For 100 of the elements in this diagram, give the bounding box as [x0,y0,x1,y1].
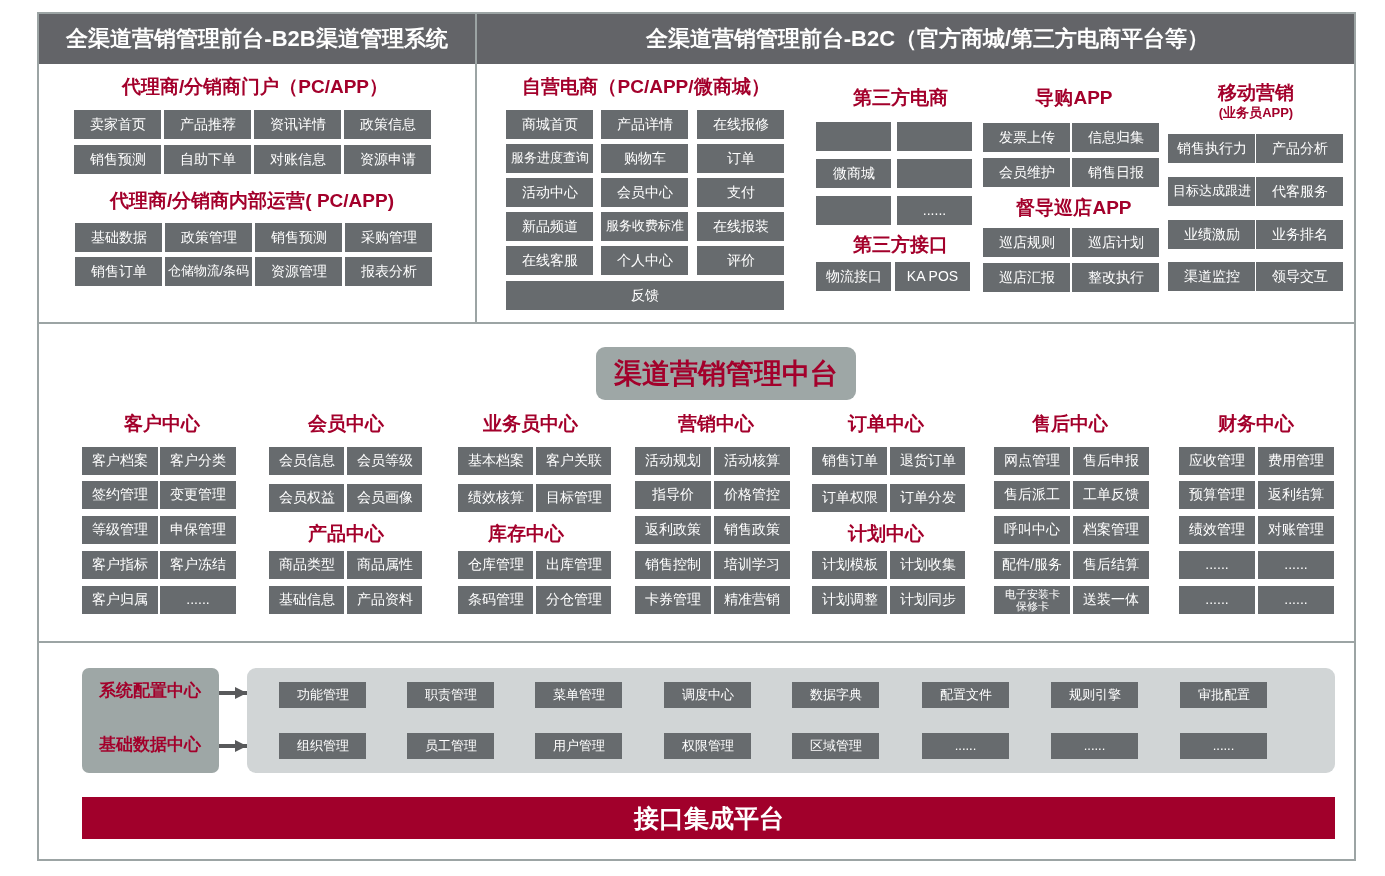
module-box: 电子安装卡保修卡 [994,586,1070,614]
module-box: 会员信息 [269,447,344,475]
module-box: 会员中心 [601,178,688,207]
group-heading: 导购APP [1035,87,1113,109]
module-box: 返利政策 [635,516,711,544]
module-box: 订单权限 [812,484,887,512]
module-box: ...... [1180,733,1267,759]
group-heading: 代理商/分销商门户（PC/APP） [122,76,388,98]
module-box: 销售控制 [635,551,711,579]
module-box: 信息归集 [1072,123,1159,152]
module-box: 巡店计划 [1072,228,1159,257]
module-box: 数据字典 [792,682,879,708]
module-box: 呼叫中心 [994,516,1070,544]
module-box: 目标达成跟进 [1168,177,1255,206]
module-box: ...... [1258,586,1334,614]
module-box: 资讯详情 [254,110,341,139]
group-heading: 第三方电商 [852,87,948,109]
group-heading: 订单中心 [848,413,924,435]
module-box: 销售日报 [1072,158,1159,187]
module-box: 售后派工 [994,481,1070,509]
group-heading: 客户中心 [124,413,200,435]
module-box: 基本档案 [458,447,533,475]
module-box: 售后申报 [1073,447,1149,475]
module-box: 规则引擎 [1051,682,1138,708]
module-box: 服务进度查询 [506,144,593,173]
module-box: 客户关联 [536,447,611,475]
module-box: 功能管理 [279,682,366,708]
module-box: 会员等级 [347,447,422,475]
module-box: 变更管理 [160,481,236,509]
module-box: 个人中心 [601,246,688,275]
module-box: 培训学习 [714,551,790,579]
module-box: 领导交互 [1256,262,1343,291]
module-box: 支付 [697,178,784,207]
platform-bar: 接口集成平台 [82,797,1335,839]
module-box: 采购管理 [345,223,432,252]
module-box [897,122,972,151]
module-box: 新品频道 [506,212,593,241]
module-box: 审批配置 [1180,682,1267,708]
module-box: ...... [897,196,972,225]
module-box: 渠道监控 [1168,262,1255,291]
module-box [816,122,891,151]
module-box: 组织管理 [279,733,366,759]
module-box: 对账管理 [1258,516,1334,544]
panel-header: 全渠道营销管理前台-B2C（官方商城/第三方电商平台等） [477,14,1354,64]
group-heading: 自营电商（PC/APP/微商城） [522,76,770,98]
group-heading: 代理商/分销商内部运营( PC/APP) [110,190,394,212]
title-badge: 渠道营销管理中台 [596,347,856,400]
module-box: 会员维护 [983,158,1070,187]
module-box: 代客服务 [1256,177,1343,206]
module-box: 政策信息 [344,110,431,139]
module-box: 产品推荐 [164,110,251,139]
module-box: 计划同步 [890,586,965,614]
module-box: 仓储物流/条码 [165,257,252,286]
module-box: 政策管理 [165,223,252,252]
module-box: 工单反馈 [1073,481,1149,509]
module-box: 销售执行力 [1168,134,1255,163]
module-box: 员工管理 [407,733,494,759]
panel-header: 全渠道营销管理前台-B2B渠道管理系统 [39,14,475,64]
module-box: 返利结算 [1258,481,1334,509]
module-box: 销售订单 [75,257,162,286]
module-box: 产品详情 [601,110,688,139]
module-box: 活动中心 [506,178,593,207]
module-box: 卡券管理 [635,586,711,614]
module-box: 客户归属 [82,586,158,614]
config-panel [82,668,219,773]
module-box: 仓库管理 [458,551,533,579]
module-box: 巡店汇报 [983,263,1070,292]
module-box: 权限管理 [664,733,751,759]
center-label: 系统配置中心 [99,681,201,701]
module-box [816,196,891,225]
module-box: ...... [922,733,1009,759]
module-box: 销售政策 [714,516,790,544]
module-tray [247,668,1335,773]
module-box: 自助下单 [164,145,251,174]
module-box: 客户冻结 [160,551,236,579]
arrow [219,740,247,752]
module-box: 发票上传 [983,123,1070,152]
module-box: 会员权益 [269,484,344,512]
module-box: 职责管理 [407,682,494,708]
group-heading: 售后中心 [1032,413,1108,435]
module-box: 计划收集 [890,551,965,579]
module-box: 评价 [697,246,784,275]
group-heading: 会员中心 [308,413,384,435]
module-box: 绩效核算 [458,484,533,512]
module-box: 在线报装 [697,212,784,241]
group-heading: 产品中心 [308,523,384,545]
center-label: 基础数据中心 [99,735,201,755]
group-heading: 督导巡店APP [1016,197,1132,219]
module-box: 基础信息 [269,586,344,614]
group-heading: 第三方接口 [852,234,948,256]
module-box: 资源申请 [344,145,431,174]
module-box: 计划调整 [812,586,887,614]
module-box: 活动核算 [714,447,790,475]
module-box: 卖家首页 [74,110,161,139]
module-box: ...... [1258,551,1334,579]
section-panel [477,12,1356,324]
module-box: 业务排名 [1256,220,1343,249]
module-box: 商品类型 [269,551,344,579]
module-box: 产品分析 [1256,134,1343,163]
module-box: 活动规划 [635,447,711,475]
